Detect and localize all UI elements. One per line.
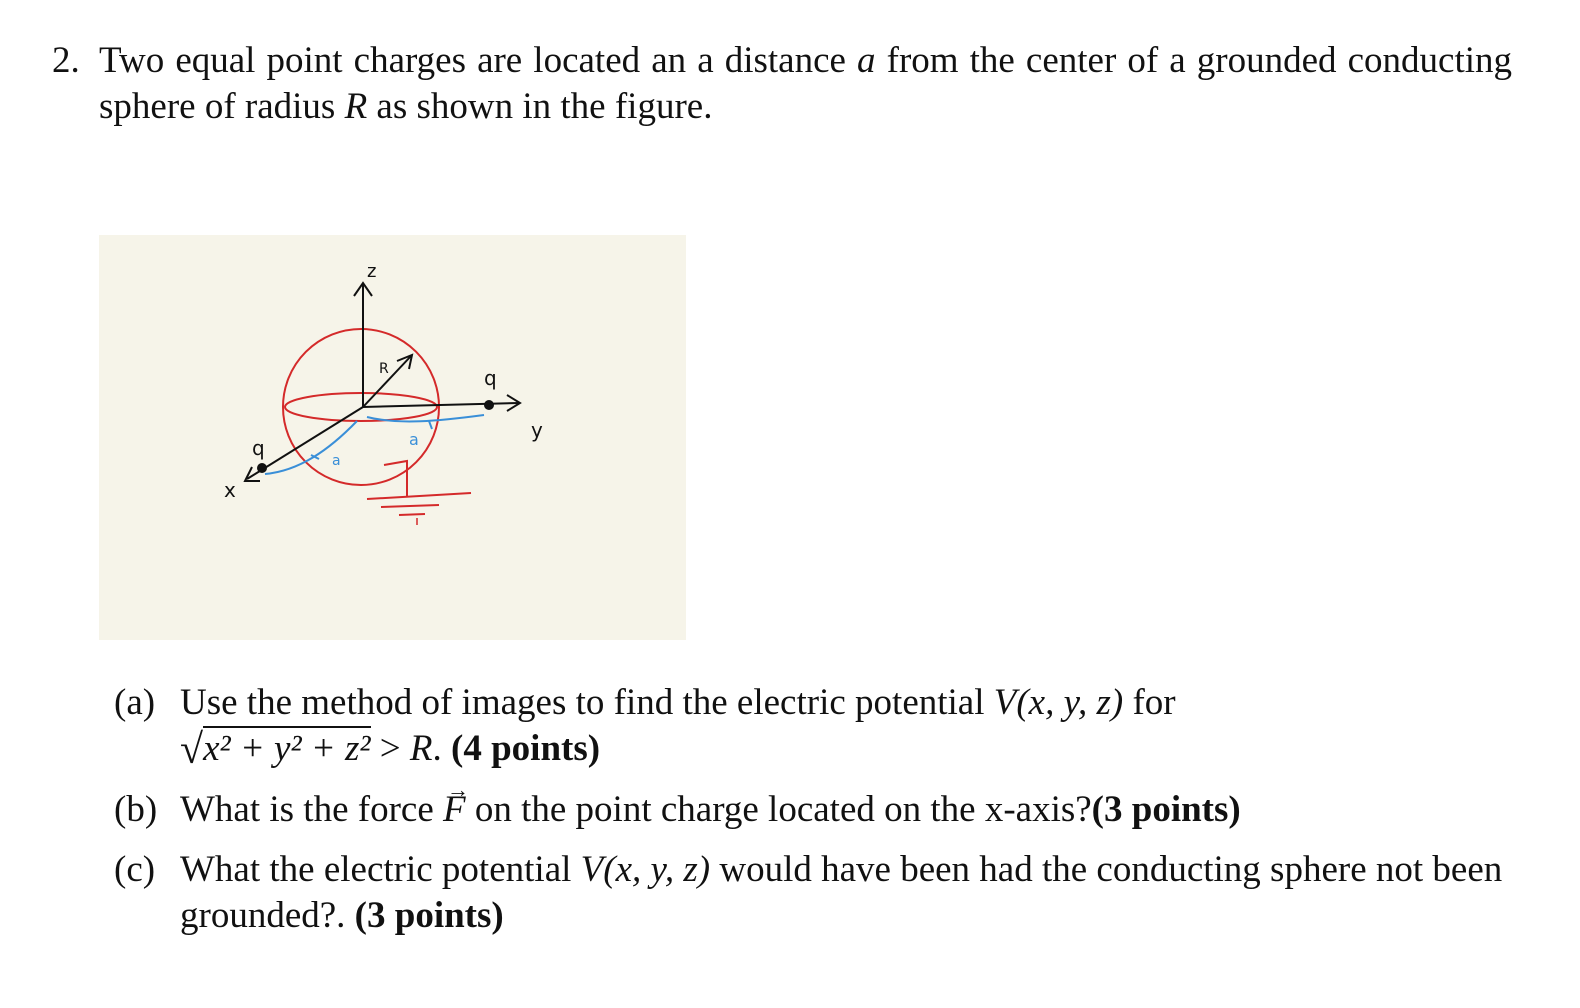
part-b-body: What is the force →F on the point charge… (180, 777, 1514, 833)
problem-intro: Two equal point charges are located an a… (99, 38, 1512, 130)
ground-bar-3 (398, 513, 426, 516)
y-axis-line (362, 402, 520, 408)
distance-x-label: a (332, 453, 341, 469)
part-c: (c) What the electric potential V(x, y, … (114, 847, 1514, 939)
part-c-text-2: would have been had the conducting spher… (180, 849, 1503, 936)
part-b-text-1: What is the force (180, 789, 443, 830)
part-a-body: Use the method of images to find the ele… (180, 680, 1514, 773)
part-a-text-1: Use the method of images to find the ele… (180, 682, 994, 723)
part-c-label: (c) (114, 849, 156, 890)
distance-brace-y (366, 414, 485, 423)
ground-wire (383, 459, 408, 497)
part-c-body: What the electric potential V(x, y, z) w… (180, 847, 1514, 939)
part-b-text-2: on the point charge located on the x-axi… (465, 789, 1092, 830)
part-c-func: V(x, y, z) (580, 849, 711, 890)
intro-var-R: R (344, 86, 368, 127)
part-a-var-R: R (409, 728, 433, 769)
charge-x-dot (257, 463, 267, 473)
problem-number: 2. (52, 40, 80, 81)
radius-label: R (379, 361, 389, 377)
part-a-label: (a) (114, 682, 156, 723)
part-a-sqrt-expr: x² + y² + z² (203, 726, 371, 769)
part-c-text-1: What the electric potential (180, 849, 581, 890)
intro-text-2: from the center of a grounded conducting… (99, 40, 1512, 127)
y-axis-arrowhead (506, 394, 522, 412)
part-a: (a) Use the method of images to find the… (114, 680, 1514, 773)
charge-x-label: q (252, 436, 265, 460)
part-b-label: (b) (114, 789, 158, 830)
charge-y-dot (484, 400, 494, 410)
distance-y-label: a (409, 430, 419, 449)
x-axis-label: x (224, 478, 236, 502)
part-b-points: (3 points) (1091, 789, 1241, 830)
distance-brace-x-tip (310, 454, 320, 460)
part-a-text-3: > (370, 728, 410, 769)
problem-parts: (a) Use the method of images to find the… (114, 680, 1514, 953)
intro-text-1: Two equal point charges are located an a… (99, 40, 858, 81)
ground-bar-2 (380, 504, 440, 508)
z-axis-arrowhead (353, 281, 373, 297)
sphere-figure: z y x R q q a a (99, 235, 686, 640)
part-a-sqrt: √x² + y² + z² (180, 726, 371, 773)
sphere-equator (284, 392, 438, 422)
part-b-vector-F-letter: F (443, 789, 466, 830)
y-axis-label: y (531, 418, 543, 442)
sphere-diagram: z y x R q q a a (224, 261, 543, 525)
part-b-vector-F: →F (443, 777, 469, 833)
intro-text-3: as shown in the figure. (367, 86, 713, 127)
radius-line (362, 355, 412, 408)
part-a-text-2: for (1123, 682, 1176, 723)
radius-arrowhead (396, 353, 414, 370)
part-a-func: V(x, y, z) (993, 682, 1124, 723)
sqrt-radical-icon: √ (180, 727, 204, 773)
z-axis-label: z (367, 261, 376, 282)
intro-var-a: a (857, 40, 876, 81)
charge-y-label: q (484, 366, 497, 390)
part-a-points: (4 points) (451, 728, 601, 769)
vector-arrow-icon: → (447, 777, 469, 802)
part-c-points: (3 points) (354, 895, 504, 936)
x-axis-arrowhead (243, 466, 260, 482)
sphere-circle (282, 328, 440, 486)
part-a-text-4: . (432, 728, 452, 769)
ground-bar-1 (366, 492, 472, 500)
distance-brace-y-tip (428, 420, 433, 430)
part-b: (b) What is the force →F on the point ch… (114, 777, 1514, 833)
problem-statement: 2. Two equal point charges are located a… (52, 38, 1512, 130)
